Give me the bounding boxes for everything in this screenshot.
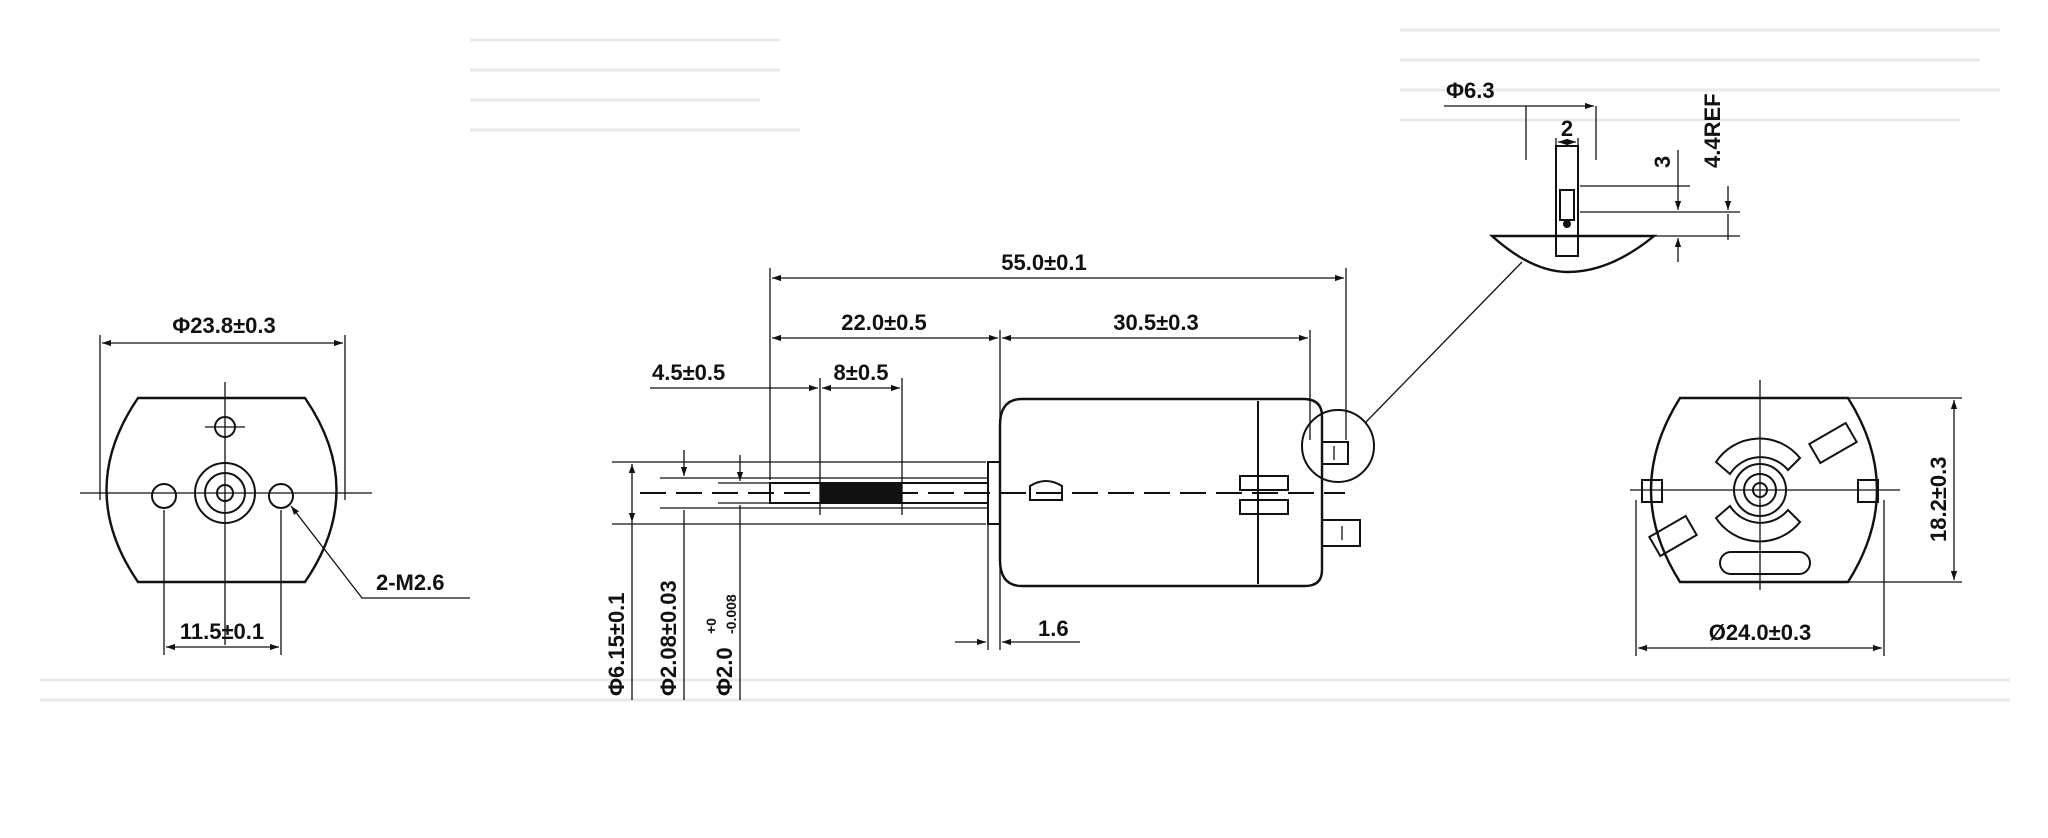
- terminal-detail-hole: [1563, 220, 1571, 228]
- front-view-outline: [105, 396, 338, 584]
- side-detail-leader: [1365, 261, 1523, 423]
- side-rear-bracket-bottom: [1239, 499, 1289, 515]
- side-boss-label: 1.6: [1038, 616, 1069, 641]
- side-shaft-length-label: 22.0±0.5: [841, 310, 926, 335]
- front-mount-hole-right: [268, 483, 294, 509]
- terminal-detail-tab-label: 2: [1561, 116, 1573, 141]
- front-top-hole: [214, 416, 236, 438]
- front-hub-inner: [216, 484, 234, 502]
- background-texture: [40, 28, 2010, 702]
- rear-bearing-middle: [1743, 473, 1777, 507]
- rear-bearing-outer: [1733, 463, 1787, 517]
- front-thread-label: 2-M2.6: [376, 570, 444, 595]
- side-shaft-end-label: 4.5±0.5: [652, 360, 725, 385]
- side-boss-dia-label: Φ6.15±0.1: [604, 592, 629, 696]
- side-overall-length-label: 55.0±0.1: [1001, 250, 1086, 275]
- side-vent-dome: [1029, 480, 1063, 501]
- side-shaft-dia-tol-upper: +0: [703, 618, 719, 634]
- side-terminal-upper: [1321, 441, 1349, 465]
- front-view: Φ23.8±0.3 11.5±0.1 2-M2.6: [80, 313, 470, 655]
- front-hub-middle: [204, 472, 246, 514]
- front-mount-hole-left: [151, 483, 177, 509]
- rear-bearing-inner: [1752, 482, 1768, 498]
- rear-terminal-left: [1641, 479, 1663, 503]
- rear-brush-bottom: [1647, 514, 1699, 558]
- side-body-length-label: 30.5±0.3: [1113, 310, 1198, 335]
- front-hole-spacing-label: 11.5±0.1: [180, 619, 264, 644]
- terminal-detail-slot: [1559, 189, 1575, 221]
- terminal-detail-width-label: Φ6.3: [1446, 78, 1495, 103]
- side-knurl-dia-label: Φ2.08±0.03: [656, 580, 681, 696]
- terminal-detail-base: [1488, 234, 1658, 274]
- rear-brush-top: [1807, 421, 1859, 465]
- side-rear-bracket-top: [1239, 475, 1289, 491]
- rear-vent-slot: [1719, 551, 1811, 575]
- side-terminal-detail-circle: [1301, 409, 1375, 483]
- rear-view: 18.2±0.3 Ø24.0±0.3: [1630, 380, 1962, 656]
- side-knurl-length-label: 8±0.5: [834, 360, 889, 385]
- rear-commutator-ring: [1714, 437, 1802, 543]
- rear-height-label: 18.2±0.3: [1926, 457, 1951, 542]
- side-view: 55.0±0.1 22.0±0.5 30.5±0.3 4.5±0.5 8±0.5…: [604, 250, 1523, 700]
- front-thread-leader: [290, 505, 470, 599]
- terminal-detail-hole-label: 3: [1650, 156, 1675, 168]
- side-shaft-dia-tol-lower: -0.008: [723, 594, 739, 634]
- front-diameter-label: Φ23.8±0.3: [172, 313, 276, 338]
- rear-diameter-label: Ø24.0±0.3: [1709, 620, 1812, 645]
- terminal-detail-tab: [1555, 145, 1579, 257]
- terminal-detail: Φ6.3 2 3 4.4REF: [1444, 78, 1740, 274]
- terminal-detail-height-label: 4.4REF: [1700, 93, 1725, 168]
- rear-terminal-right: [1857, 479, 1879, 503]
- side-terminal-lower: [1321, 519, 1361, 547]
- side-shaft-dia-base: Φ2.0: [712, 647, 737, 696]
- front-hub-outer: [194, 462, 256, 524]
